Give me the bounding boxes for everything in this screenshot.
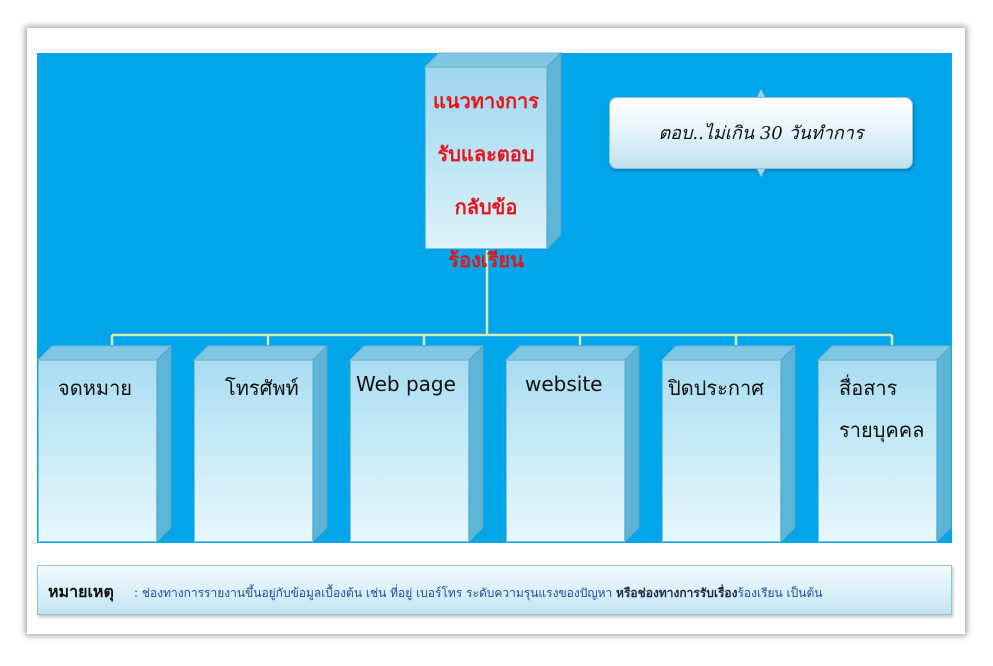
top-box-line-4: ร้องเรียน bbox=[448, 248, 524, 272]
channel-box-website: website bbox=[504, 344, 641, 544]
channel-box-face bbox=[194, 360, 313, 542]
top-box-face bbox=[425, 67, 547, 249]
channel-box-webpage-depth bbox=[348, 344, 485, 544]
response-time-callout: ตอบ..ไม่เกิน 30 วันทำการ bbox=[609, 97, 913, 169]
top-box-line-3: กลับข้อ bbox=[454, 195, 518, 219]
channel-label-phone: โทรศัพท์ bbox=[225, 376, 299, 400]
channel-box-face bbox=[506, 360, 625, 542]
channel-box-face bbox=[662, 360, 781, 542]
channel-label-notice: ปิดประกาศ bbox=[668, 376, 764, 400]
note-body: : ช่องทางการรายงานขึ้นอยู่กับข้อมูลเบื้อ… bbox=[134, 584, 822, 603]
note-title: หมายเหตุ bbox=[48, 582, 114, 601]
callout-tick-top bbox=[757, 89, 765, 97]
channel-label-personal-1: สื่อสาร bbox=[839, 376, 898, 400]
channel-box-face bbox=[818, 360, 937, 542]
channel-box-letter: จดหมาย bbox=[36, 344, 173, 544]
channel-label-personal-2: รายบุคคล bbox=[839, 418, 925, 442]
channel-box-face bbox=[38, 360, 157, 542]
channel-label-letter: จดหมาย bbox=[58, 376, 133, 400]
channel-box-webpage: Web page bbox=[348, 344, 485, 544]
channel-box-personal: สื่อสาร รายบุคคล bbox=[816, 344, 953, 544]
note-box: หมายเหตุ : ช่องทางการรายงานขึ้นอยู่กับข้… bbox=[37, 565, 952, 615]
top-box-line-1: แนวทางการ bbox=[432, 89, 540, 113]
channel-box-letter-depth bbox=[36, 344, 173, 544]
top-box-line-2: รับและตอบ bbox=[437, 142, 535, 166]
channel-box-notice: ปิดประกาศ bbox=[660, 344, 797, 544]
channel-box-face bbox=[350, 360, 469, 542]
callout-tick-bottom bbox=[757, 169, 765, 177]
top-box: แนวทางการ รับและตอบ กลับข้อ ร้องเรียน bbox=[423, 51, 563, 272]
note-body-suffix: ร้องเรียน เป็นต้น bbox=[737, 586, 823, 600]
channel-box-phone: โทรศัพท์ bbox=[192, 344, 329, 544]
channel-box-phone-depth bbox=[192, 344, 329, 544]
top-box-title: แนวทางการ รับและตอบ กลับข้อ ร้องเรียน bbox=[425, 75, 547, 287]
callout-text: ตอบ..ไม่เกิน 30 วันทำการ bbox=[658, 123, 864, 144]
note-body-bold: หรือช่องทางการรับเรื่อง bbox=[616, 586, 738, 600]
note-body-prefix: : ช่องทางการรายงานขึ้นอยู่กับข้อมูลเบื้อ… bbox=[134, 586, 613, 600]
channel-box-website-depth bbox=[504, 344, 641, 544]
channel-label-website: website bbox=[525, 372, 603, 396]
channel-label-webpage: Web page bbox=[356, 372, 456, 396]
